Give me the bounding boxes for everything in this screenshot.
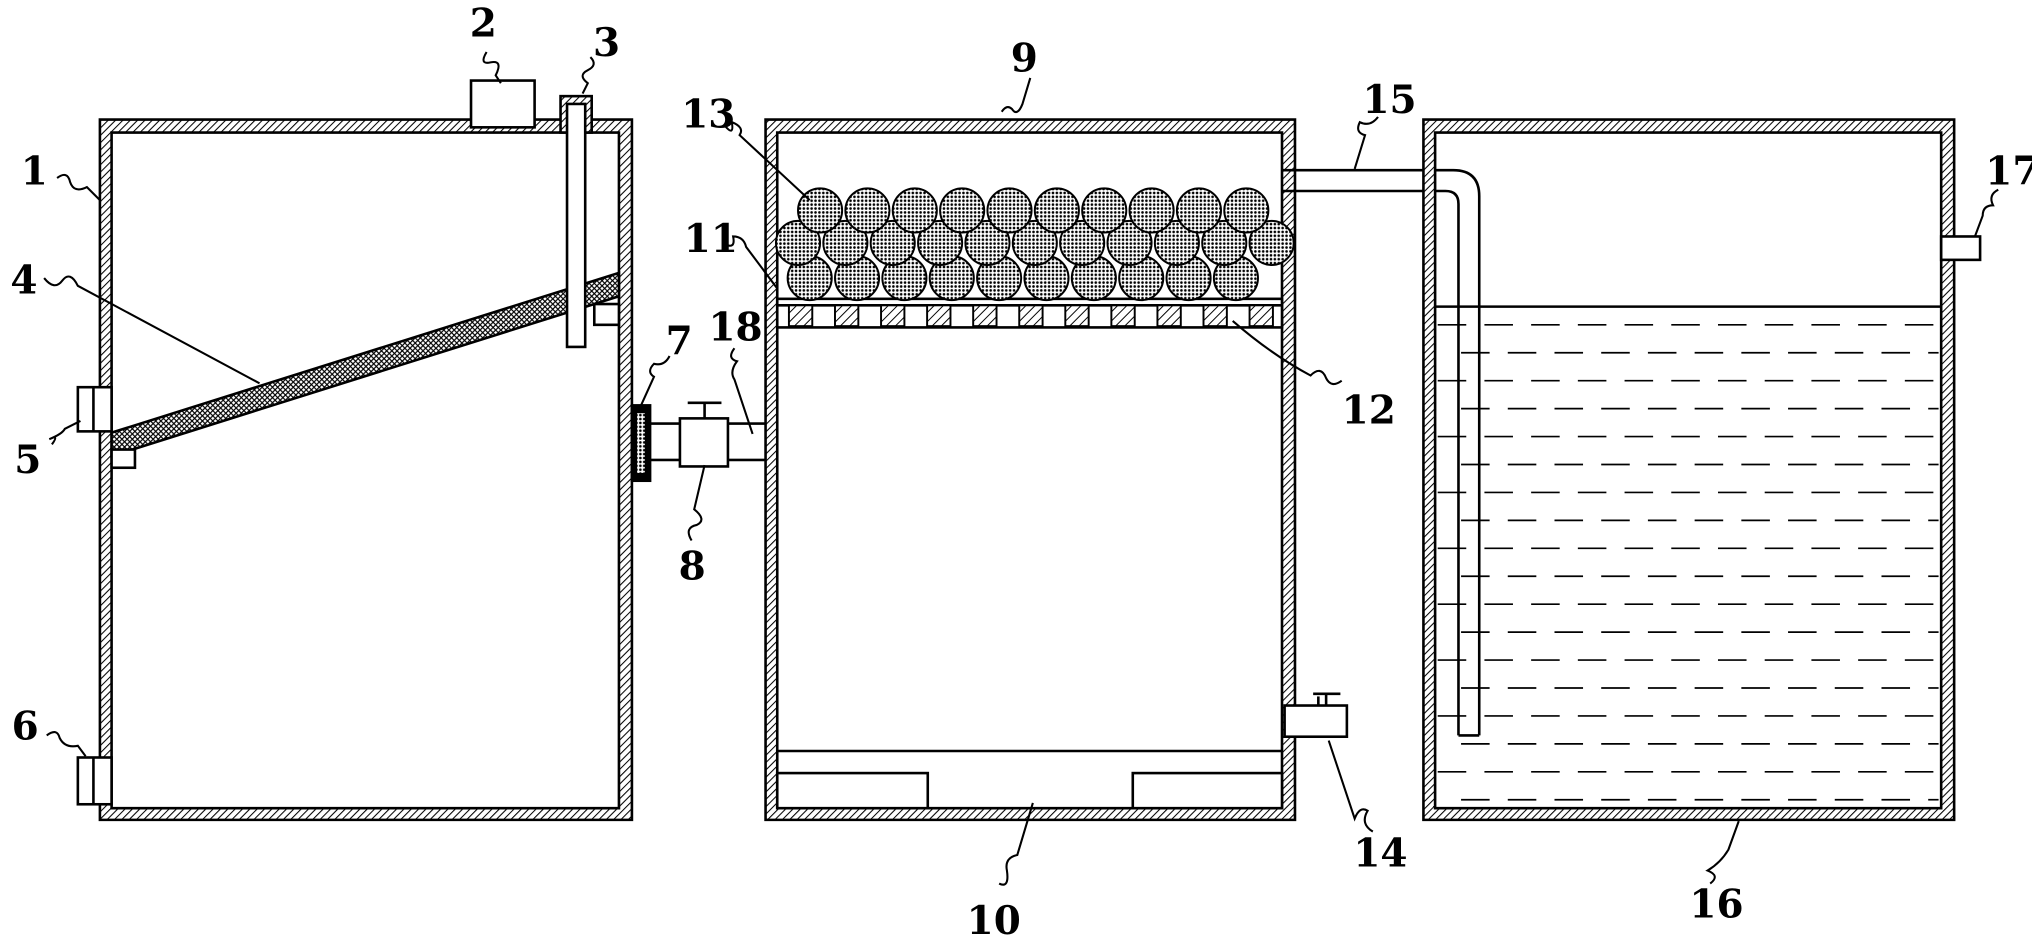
label-17: 17: [1985, 148, 2032, 194]
plate-slot: [1156, 304, 1182, 328]
label-15: 15: [1362, 77, 1416, 123]
plate-slot: [1064, 304, 1090, 328]
filter-ball: [964, 219, 1011, 267]
plate-slot: [972, 304, 998, 328]
filter-ball: [986, 187, 1033, 234]
screen-bracket-right: [592, 302, 621, 327]
label-6: 6: [12, 703, 39, 749]
filter-ball: [1175, 187, 1222, 234]
valve-8: [678, 401, 730, 468]
filter-ball: [1153, 219, 1200, 267]
label-12: 12: [1342, 388, 1396, 434]
filter-ball: [774, 219, 822, 267]
screen-bracket-left: [110, 448, 137, 470]
leader-lines: [43, 51, 1999, 886]
plate-slot: [1248, 304, 1274, 328]
label-5: 5: [14, 437, 41, 483]
transfer-pipe-15: [1282, 168, 1481, 737]
water-body: [1437, 323, 1939, 801]
filter-balls-13: [774, 187, 1295, 302]
label-10: 10: [967, 898, 1021, 942]
filter-ball: [917, 219, 964, 267]
filter-ball: [1033, 187, 1080, 234]
label-8: 8: [679, 543, 706, 589]
filter-ball: [1201, 219, 1248, 267]
filter-ball: [822, 219, 869, 267]
label-14: 14: [1353, 831, 1407, 877]
plate-slot: [834, 304, 860, 328]
plate-slots-12: [787, 304, 1274, 328]
label-1: 1: [21, 148, 48, 194]
filter-ball: [1223, 187, 1270, 234]
overflow-port-17: [1939, 235, 1982, 262]
filter-ball: [1106, 219, 1153, 267]
label-11: 11: [684, 216, 738, 262]
bottom-base-10: [775, 749, 1284, 810]
plate-slot: [787, 304, 814, 328]
plate-slot: [926, 304, 952, 328]
filter-ball: [939, 187, 986, 234]
drain-valve-14: [1283, 692, 1349, 739]
filter-ball: [844, 187, 891, 234]
filter-ball: [891, 187, 938, 234]
top-inlet-2: [469, 79, 536, 129]
filter-ball: [1081, 187, 1128, 234]
label-3: 3: [593, 20, 620, 66]
filter-ball: [1059, 219, 1106, 267]
label-4: 4: [10, 258, 37, 304]
label-16: 16: [1689, 881, 1743, 927]
vertical-pipe-3-inner: [565, 102, 587, 349]
plate-slot: [1110, 304, 1136, 328]
filter-ball: [1011, 219, 1058, 267]
label-18: 18: [708, 304, 762, 350]
tank-1: [98, 118, 634, 822]
tank-16: [1422, 118, 1956, 822]
plate-slot: [1018, 304, 1044, 328]
label-9: 9: [1011, 35, 1038, 81]
filter-ball: [1248, 219, 1295, 267]
label-2: 2: [470, 0, 497, 46]
label-13: 13: [681, 91, 735, 137]
filter-ball: [1128, 187, 1175, 234]
plate-slot: [880, 304, 906, 328]
filter-ball: [869, 219, 916, 267]
inclined-screen-4: [110, 271, 621, 458]
label-7: 7: [666, 319, 693, 365]
plate-slot: [1202, 304, 1228, 328]
